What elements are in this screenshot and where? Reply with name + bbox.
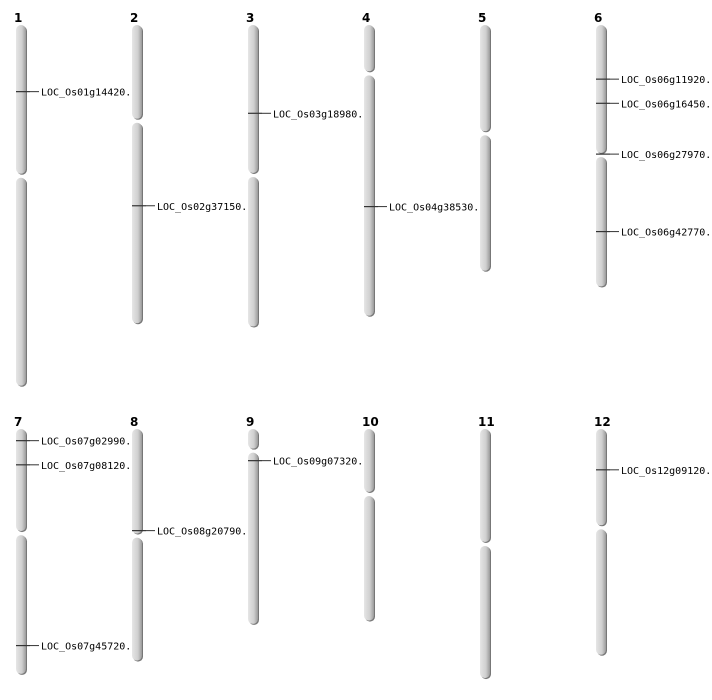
chromosome-number: 2 (130, 11, 138, 25)
long-arm (596, 156, 606, 287)
long-arm (248, 176, 258, 327)
gene-label: LOC_Os03g18980.1 (273, 109, 369, 120)
gene-label: LOC_Os06g42770.1 (621, 228, 712, 239)
short-arm (364, 429, 374, 492)
chromosome-number: 3 (246, 11, 254, 25)
short-arm (596, 429, 606, 526)
gene-marker: LOC_Os07g02990.1 (16, 437, 137, 448)
gene-label: LOC_Os12g09120.1 (621, 466, 712, 477)
short-arm (364, 25, 374, 72)
long-arm (132, 122, 142, 324)
short-arm (480, 25, 490, 132)
chromosome-10: 10 (362, 415, 379, 622)
short-arm (132, 429, 142, 534)
chromosome-number: 10 (362, 415, 379, 429)
chromosome-number: 4 (362, 11, 370, 25)
gene-marker: LOC_Os04g38530.1 (364, 203, 485, 214)
chromosome-number: 8 (130, 415, 138, 429)
gene-marker: LOC_Os07g45720.1 (16, 642, 137, 653)
gene-marker: LOC_Os06g27970.1 (596, 150, 712, 161)
chromosome-11: 11 (478, 415, 495, 680)
short-arm (596, 25, 606, 153)
gene-label: LOC_Os07g02990.1 (41, 437, 137, 448)
gene-label: LOC_Os06g27970.1 (621, 150, 712, 161)
chromosome-7: 7LOC_Os07g02990.1LOC_Os07g08120.1LOC_Os0… (14, 415, 137, 675)
gene-label: LOC_Os09g07320.1 (273, 457, 369, 468)
gene-label: LOC_Os04g38530.1 (389, 203, 485, 214)
gene-marker: LOC_Os07g08120.1 (16, 461, 137, 472)
long-arm (16, 535, 26, 674)
gene-marker: LOC_Os01g14420.1 (16, 88, 137, 99)
chromosome-number: 11 (478, 415, 495, 429)
chromosome-number: 9 (246, 415, 254, 429)
gene-marker: LOC_Os06g16450.1 (596, 99, 712, 110)
long-arm (480, 545, 490, 679)
gene-marker: LOC_Os09g07320.1 (248, 457, 369, 468)
short-arm (16, 25, 26, 174)
gene-marker: LOC_Os06g11920.1 (596, 75, 712, 86)
chromosome-number: 7 (14, 415, 22, 429)
gene-marker: LOC_Os08g20790.1 (132, 527, 253, 538)
long-arm (364, 75, 374, 316)
chromosome-number: 5 (478, 11, 486, 25)
gene-label: LOC_Os02g37150.1 (157, 202, 253, 213)
chromosome-number: 12 (594, 415, 611, 429)
gene-marker: LOC_Os02g37150.1 (132, 202, 253, 213)
long-arm (248, 452, 258, 624)
gene-label: LOC_Os06g11920.1 (621, 75, 712, 86)
chromosome-5: 5 (478, 11, 491, 272)
gene-label: LOC_Os06g16450.1 (621, 99, 712, 110)
short-arm (16, 429, 26, 532)
long-arm (596, 529, 606, 655)
long-arm (364, 495, 374, 621)
long-arm (132, 537, 142, 661)
long-arm (480, 135, 490, 271)
short-arm (248, 25, 258, 173)
gene-label: LOC_Os08g20790.1 (157, 527, 253, 538)
short-arm (248, 429, 258, 449)
long-arm (16, 177, 26, 386)
gene-label: LOC_Os01g14420.1 (41, 88, 137, 99)
short-arm (132, 25, 142, 119)
chromosome-number: 6 (594, 11, 602, 25)
gene-marker: LOC_Os03g18980.1 (248, 109, 369, 120)
short-arm (480, 429, 490, 542)
gene-label: LOC_Os07g08120.1 (41, 461, 137, 472)
chromosome-6: 6LOC_Os06g11920.1LOC_Os06g16450.1LOC_Os0… (594, 11, 712, 288)
chromosome-number: 1 (14, 11, 22, 25)
gene-label: LOC_Os07g45720.1 (41, 642, 137, 653)
gene-marker: LOC_Os06g42770.1 (596, 228, 712, 239)
gene-marker: LOC_Os12g09120.1 (596, 466, 712, 477)
